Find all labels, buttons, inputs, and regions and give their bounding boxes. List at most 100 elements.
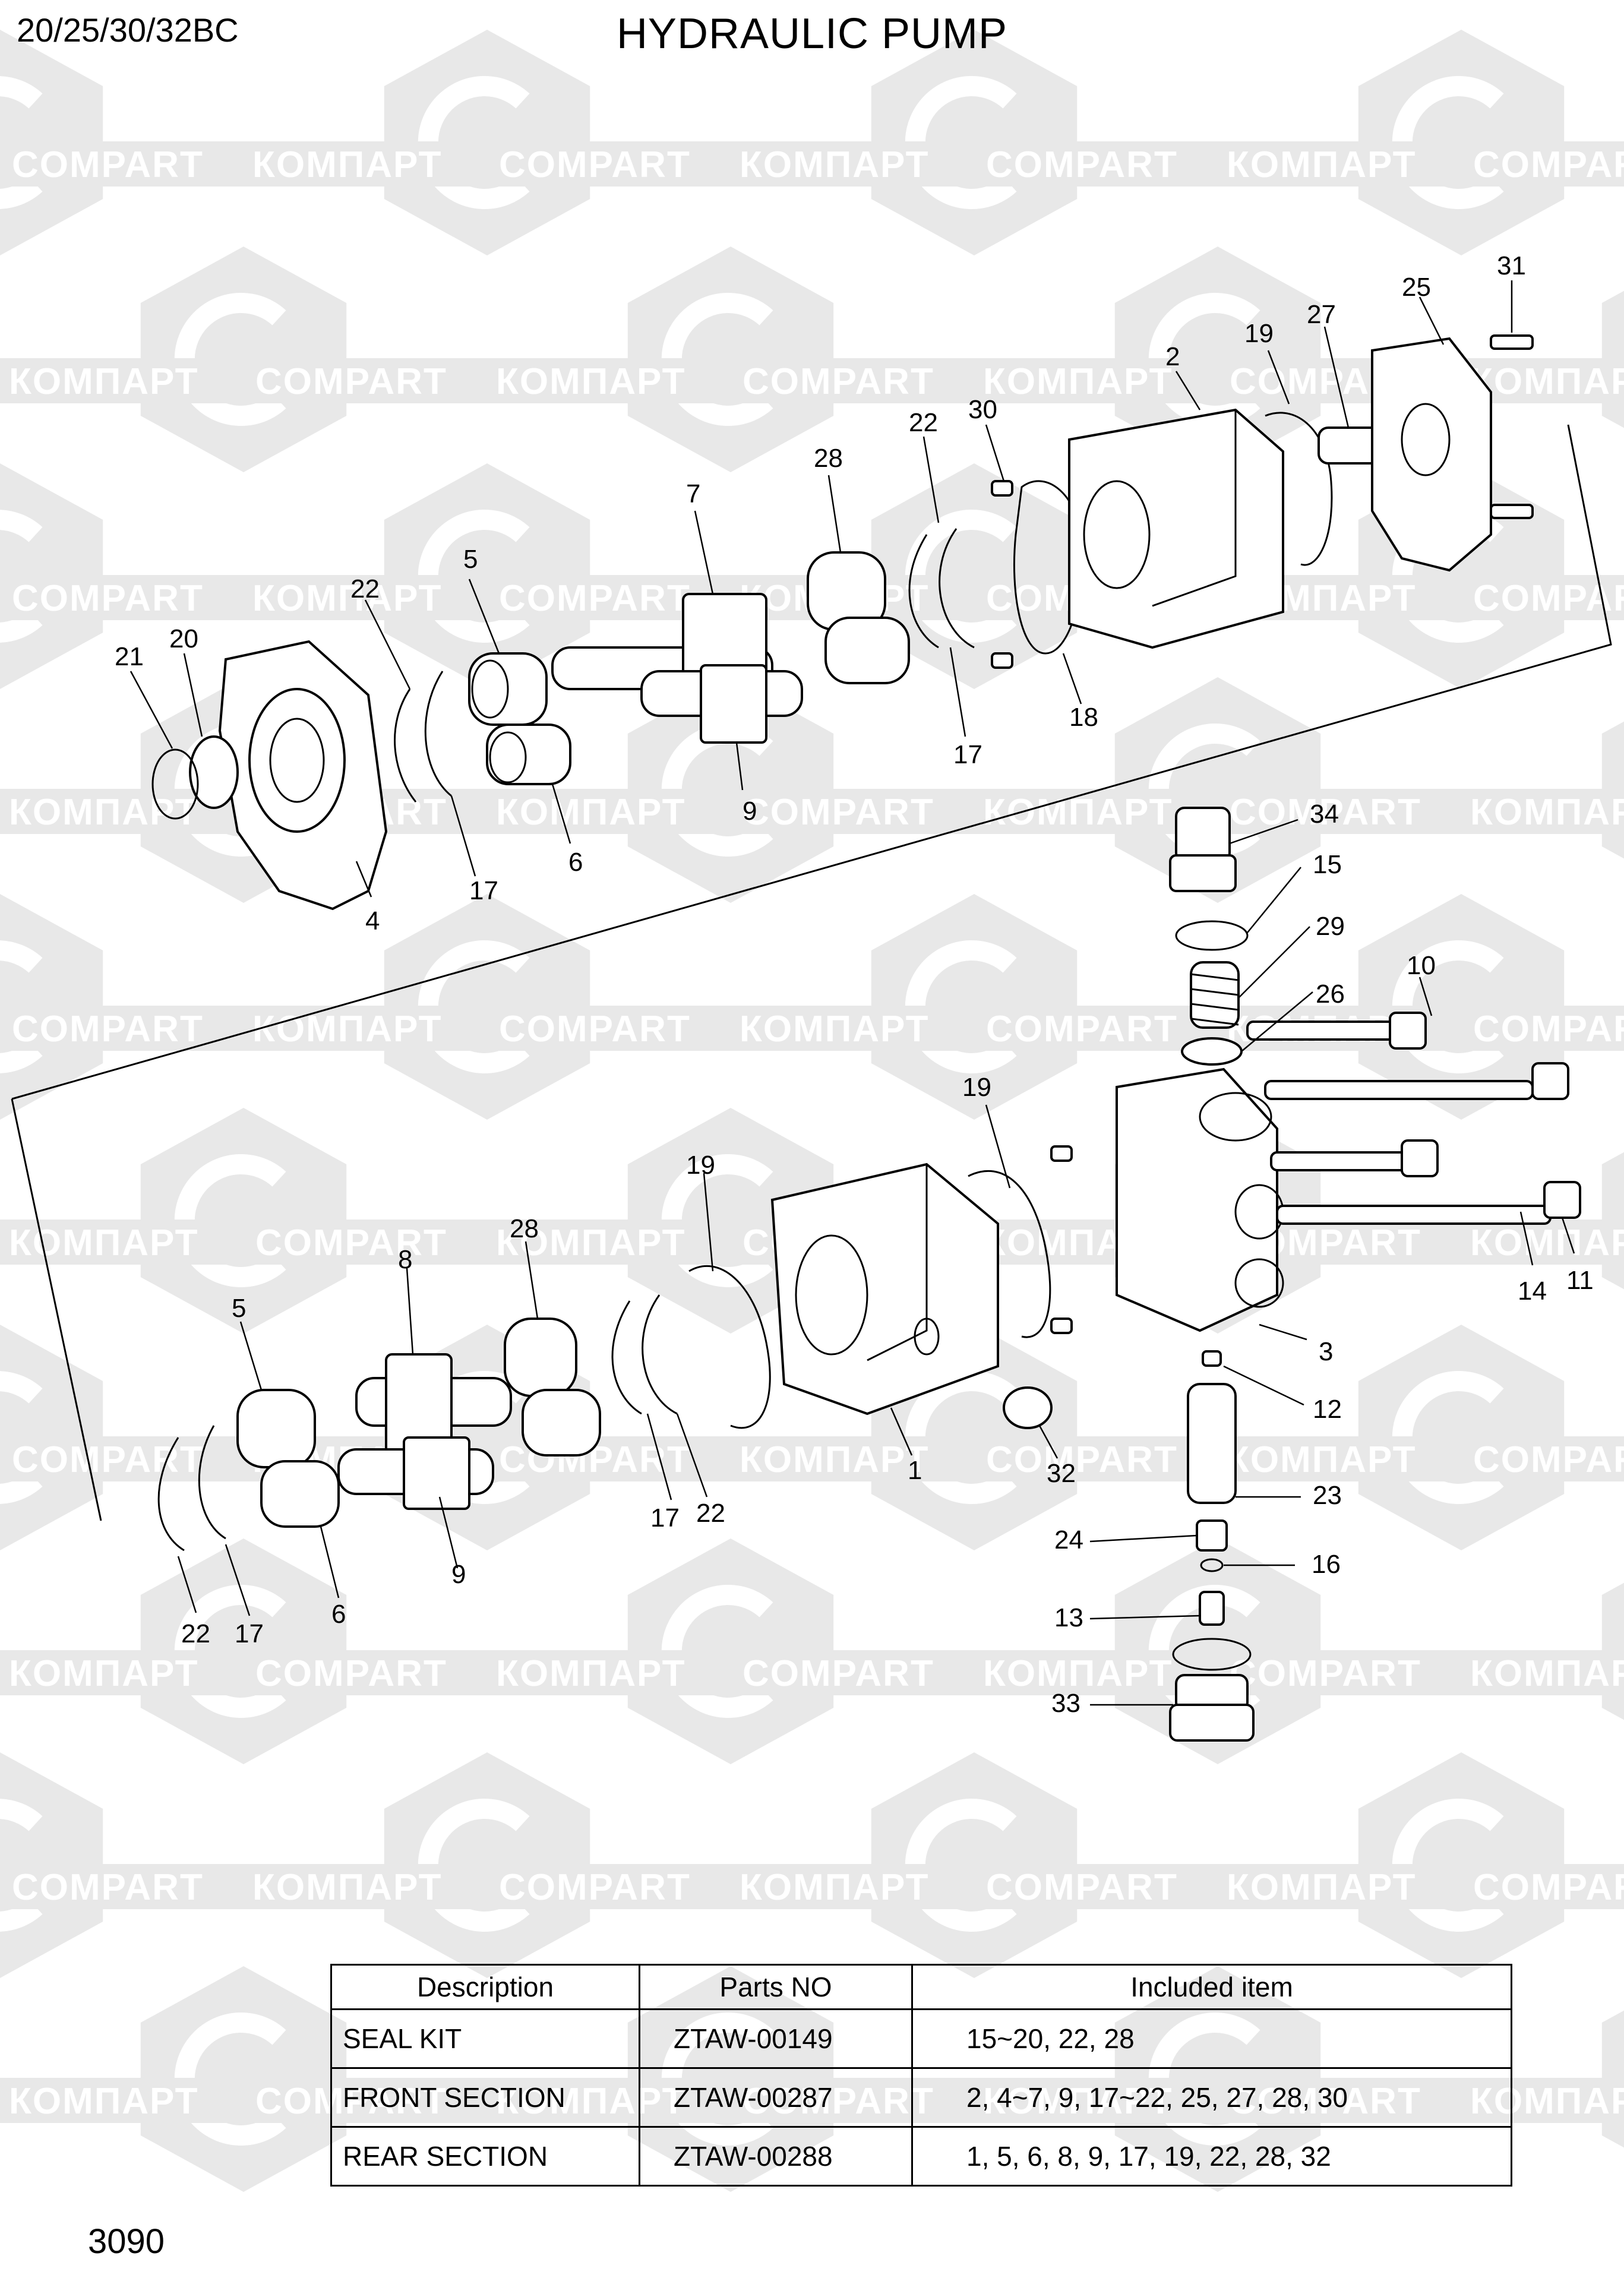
watermark-emblem [481,247,980,472]
watermark-text-latin: COMPART [12,1867,204,1908]
watermark-emblem [725,1752,1224,1978]
callout-6: 6 [568,848,583,877]
watermark-text-cyrillic: КОМПАРТ [1470,1653,1624,1694]
callout-14: 14 [1518,1277,1547,1306]
watermark-emblem [1455,721,1624,859]
backup-ring-part-22 [394,688,417,803]
seal-ring-part-17-b [939,528,975,649]
valve-plug-part-34 [1169,807,1237,892]
seal-part-19 [1265,412,1333,566]
cell-included-item: 15~20, 22, 28 [911,2008,1512,2069]
pump-body-part-1 [770,1162,999,1416]
callout-5: 5 [463,545,478,574]
watermark-emblem [0,30,249,255]
watermark-text-latin: COMPART [12,1009,204,1050]
seal-part-19-b [688,1265,771,1429]
model-label: 20/25/30/32BC [17,11,239,49]
o-ring-part-33-a [1172,1638,1252,1671]
watermark-text-latin: COMPART [986,1009,1178,1050]
plug-part-33 [1169,1674,1255,1742]
cell-description: FRONT SECTION [330,2067,640,2128]
table-row: FRONT SECTION ZTAW-00287 2, 4~7, 9, 17~2… [330,2067,1512,2128]
callout-22: 22 [909,408,938,437]
callout-17: 17 [953,740,982,769]
bolt-part-14 [1270,1139,1439,1177]
spring-part-29 [1190,961,1240,1029]
watermark-emblem [0,247,493,472]
callout-33: 33 [1051,1689,1080,1718]
seal-ring-part-17 [424,671,452,797]
watermark-emblem [1212,1752,1624,1978]
callout-19: 19 [1244,319,1274,348]
page-number: 3090 [88,2222,165,2261]
callout-32: 32 [1047,1459,1076,1488]
callout-24: 24 [1054,1525,1083,1555]
section-frame [11,424,1612,1521]
watermark-text-cyrillic: КОМПАРТ [252,144,442,185]
pin-part-31-b [1490,504,1534,519]
watermark-text-latin: COMPART [1473,1009,1624,1050]
watermark-text-latin: COMPART [499,578,691,619]
o-ring-part-16 [1200,1558,1224,1572]
callout-27: 27 [1307,300,1336,329]
watermark-text-latin: COMPART [1473,1439,1624,1480]
pin-part-30 [991,480,1013,497]
watermark-text-cyrillic: КОМПАРТ [252,578,442,619]
seal-part-19-c [968,1170,1051,1338]
bushing-part-5-b [236,1389,316,1468]
callout-11: 11 [1566,1266,1594,1295]
watermark-emblem [1455,1152,1624,1290]
watermark-emblem [0,1538,493,1764]
callout-22: 22 [350,574,380,604]
watermark-text-cyrillic: КОМПАРТ [1227,1439,1416,1480]
callout-17: 17 [235,1619,264,1648]
callout-12: 12 [1313,1395,1342,1424]
watermark-emblem [725,30,1224,255]
watermark-emblem [481,677,980,903]
watermark-emblem [0,1752,249,1978]
watermark-text-latin: COMPART [255,1222,447,1263]
table-row: REAR SECTION ZTAW-00288 1, 5, 6, 8, 9, 1… [330,2126,1512,2187]
bushing-part-28-c [522,1389,601,1457]
callout-9: 9 [451,1560,466,1589]
callout-34: 34 [1310,800,1339,829]
watermark-text-cyrillic: КОМПАРТ [1227,144,1416,185]
callout-16: 16 [1312,1550,1341,1579]
cell-description: SEAL KIT [330,2008,640,2069]
front-section-group [151,334,1534,911]
bushing-part-28-b [504,1318,577,1397]
header-included-item: Included item [911,1964,1512,2010]
bushing-part-5 [468,652,548,726]
pump-body-part-2 [1068,408,1284,649]
callout-8: 8 [398,1245,412,1274]
watermark-text-latin: COMPART [743,361,934,402]
cell-parts-no: ZTAW-00149 [639,2008,913,2069]
sleeve-part-24 [1196,1519,1228,1552]
pin-b [1050,1145,1073,1162]
watermark-emblem [238,463,737,689]
bolt-part-11 [1276,1181,1581,1225]
o-ring-part-15 [1175,920,1249,951]
callout-9: 9 [743,797,757,826]
watermark-text-latin: COMPART [743,1653,934,1694]
watermark-text-cyrillic: КОМПАРТ [983,792,1173,833]
watermark-emblem [238,30,737,255]
rear-cover-part-3 [1116,1067,1284,1332]
cell-included-item: 1, 5, 6, 8, 9, 17, 19, 22, 28, 32 [911,2126,1512,2187]
bushing-part-28 [807,551,910,684]
callout-21: 21 [115,642,144,671]
callout-31: 31 [1497,251,1526,280]
watermark-text-latin: COMPART [12,144,204,185]
watermark-text-cyrillic: КОМПАРТ [1470,792,1624,833]
watermark-emblem [238,1752,737,1978]
callout-18: 18 [1069,703,1098,732]
cell-description: REAR SECTION [330,2126,640,2187]
bolt-part-10 [1246,1012,1427,1050]
bushing-part-6-b [260,1460,340,1528]
watermark-emblem [968,677,1467,903]
gear-part-8 [355,1353,512,1457]
watermark-text-latin: COMPART [255,361,447,402]
callout-4: 4 [365,906,380,936]
plug-part-12 [1202,1350,1222,1367]
watermark-text-latin: COMPART [1473,144,1624,185]
